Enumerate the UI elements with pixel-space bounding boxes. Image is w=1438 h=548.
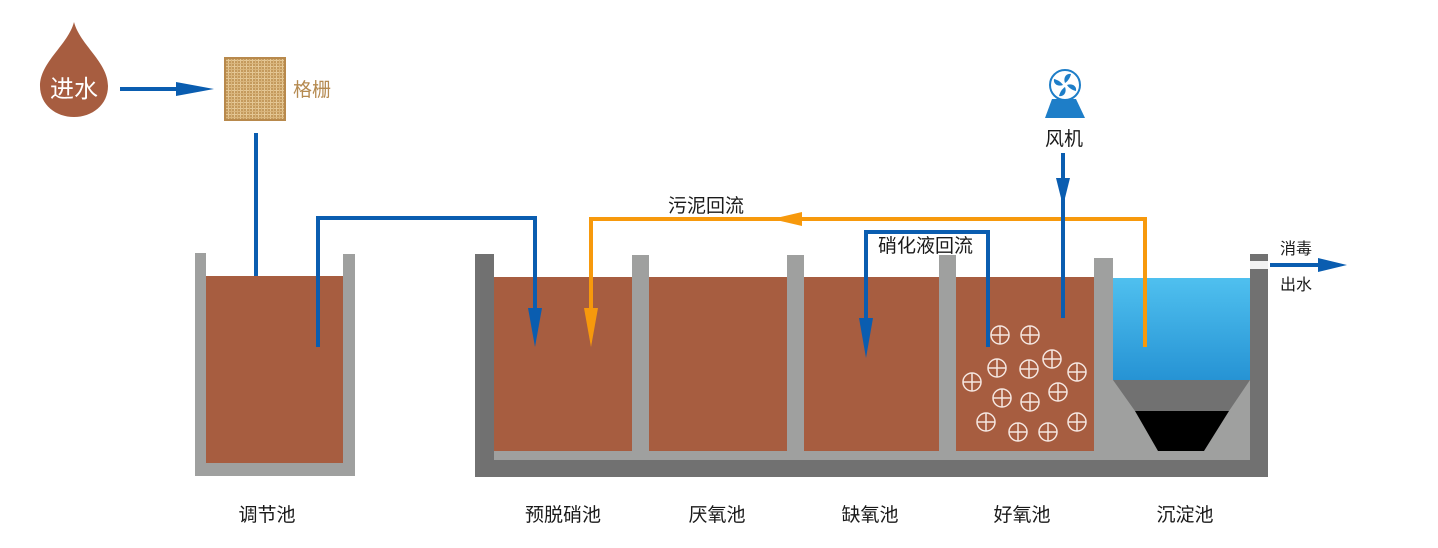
- nitrate-return-label: 硝化液回流: [878, 235, 973, 257]
- air-bubble: [1008, 422, 1028, 442]
- outlet-label-disinfect: 消毒: [1280, 239, 1312, 258]
- pre-denitrification-water: [494, 277, 632, 451]
- grille-screen-icon: [224, 57, 286, 121]
- partition-wall: [632, 255, 649, 451]
- anoxic-water: [804, 277, 939, 451]
- inlet-node: 进水: [40, 22, 108, 117]
- equalization-tank: [195, 253, 355, 476]
- air-bubble: [987, 358, 1007, 378]
- nitrate-return-line: 硝化液回流: [859, 230, 990, 358]
- blower-label: 风机: [1045, 128, 1083, 150]
- sedimentation-hopper: [1113, 380, 1250, 411]
- grille-label: 格栅: [293, 79, 331, 101]
- equalization-water: [206, 276, 343, 463]
- air-bubble: [990, 325, 1010, 345]
- tank-label-equalization: 调节池: [238, 504, 295, 526]
- tank-label-pre-denitrification: 预脱硝池: [525, 504, 601, 526]
- air-bubble: [1067, 362, 1087, 382]
- partition-wall: [787, 255, 804, 451]
- main-bioreactor-tank: [475, 254, 1268, 477]
- sludge-return-label: 污泥回流: [668, 195, 744, 217]
- grille-node: 格栅: [224, 57, 331, 121]
- air-bubble: [1067, 412, 1087, 432]
- outlet-label-effluent: 出水: [1280, 275, 1312, 294]
- partition-wall: [939, 255, 956, 451]
- tank-label-sedimentation: 沉淀池: [1156, 504, 1213, 526]
- air-bubble: [976, 412, 996, 432]
- partition-wall: [1094, 258, 1113, 451]
- equalization-to-predenitrification-pipe: [316, 216, 542, 347]
- blower-node: 风机: [1045, 69, 1085, 150]
- anaerobic-water: [649, 277, 787, 451]
- air-bubble: [1020, 392, 1040, 412]
- air-bubble: [962, 372, 982, 392]
- outlet-node: 消毒 出水: [1270, 239, 1347, 294]
- sludge-return-line: 污泥回流: [584, 195, 1147, 347]
- blower-air-line: [1056, 153, 1070, 318]
- outlet-weir: [1250, 261, 1268, 269]
- air-bubble: [1048, 382, 1068, 402]
- air-bubble: [1038, 422, 1058, 442]
- tank-labels: 调节池 预脱硝池 厌氧池 缺氧池 好氧池 沉淀池: [238, 504, 1213, 526]
- sludge-bed: [1135, 411, 1229, 451]
- tank-label-anaerobic: 厌氧池: [688, 504, 745, 526]
- inlet-label: 进水: [50, 75, 98, 103]
- fan-blower-icon: [1045, 69, 1085, 118]
- tank-label-aerobic: 好氧池: [993, 504, 1050, 526]
- sedimentation-clear-water: [1113, 278, 1250, 380]
- air-bubble: [1020, 325, 1040, 345]
- tank-label-anoxic: 缺氧池: [841, 504, 898, 526]
- air-bubble: [992, 388, 1012, 408]
- air-bubble: [1019, 359, 1039, 379]
- aeration-bubbles: [962, 325, 1087, 442]
- water-drop-icon: [40, 22, 108, 117]
- inlet-to-grille-arrow: [120, 82, 214, 96]
- air-bubble: [1042, 349, 1062, 369]
